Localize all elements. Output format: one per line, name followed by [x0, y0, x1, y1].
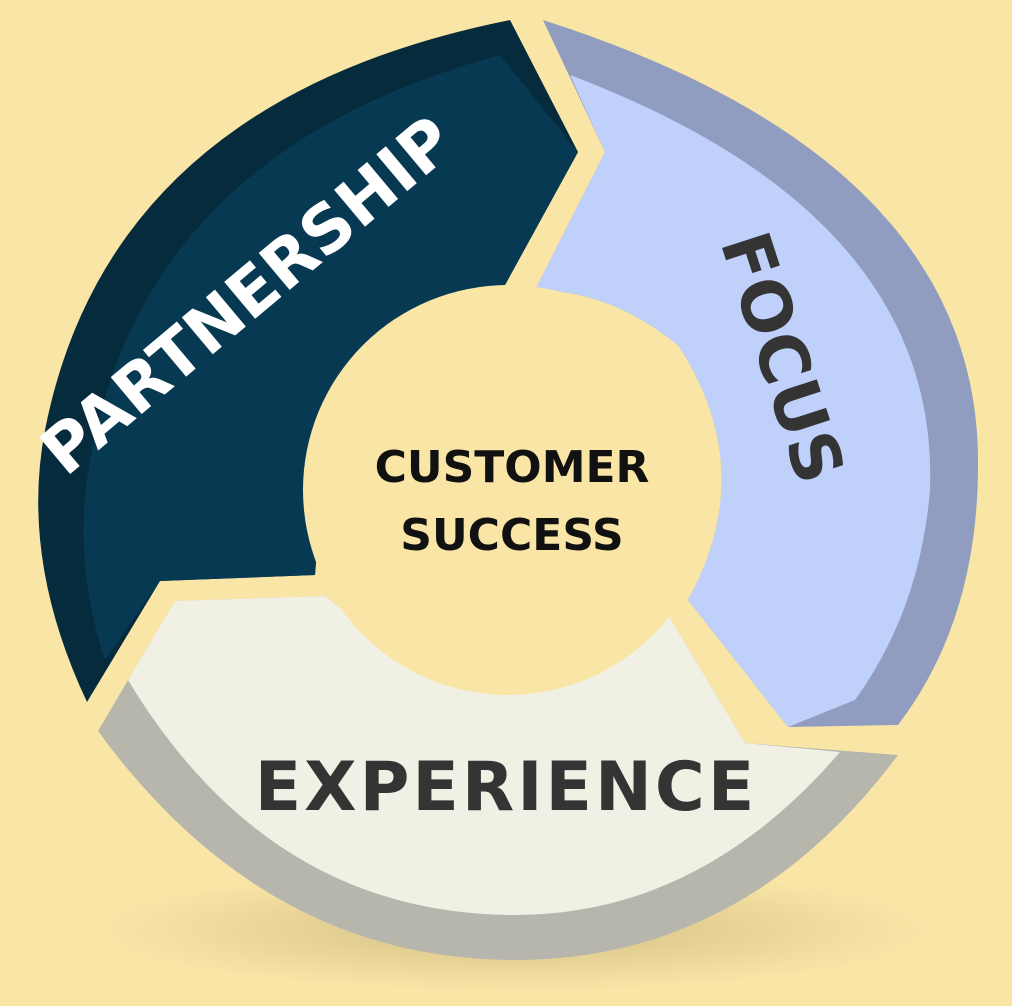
center-label-line-2: SUCCESS: [400, 510, 623, 561]
segment-experience: [128, 596, 840, 915]
segment-focus: [535, 75, 931, 727]
segment-label-experience: EXPERIENCE: [255, 748, 758, 827]
segment-partnership: [83, 55, 578, 660]
center-hub: [303, 285, 713, 695]
center-label-line-1: CUSTOMER: [375, 442, 650, 493]
